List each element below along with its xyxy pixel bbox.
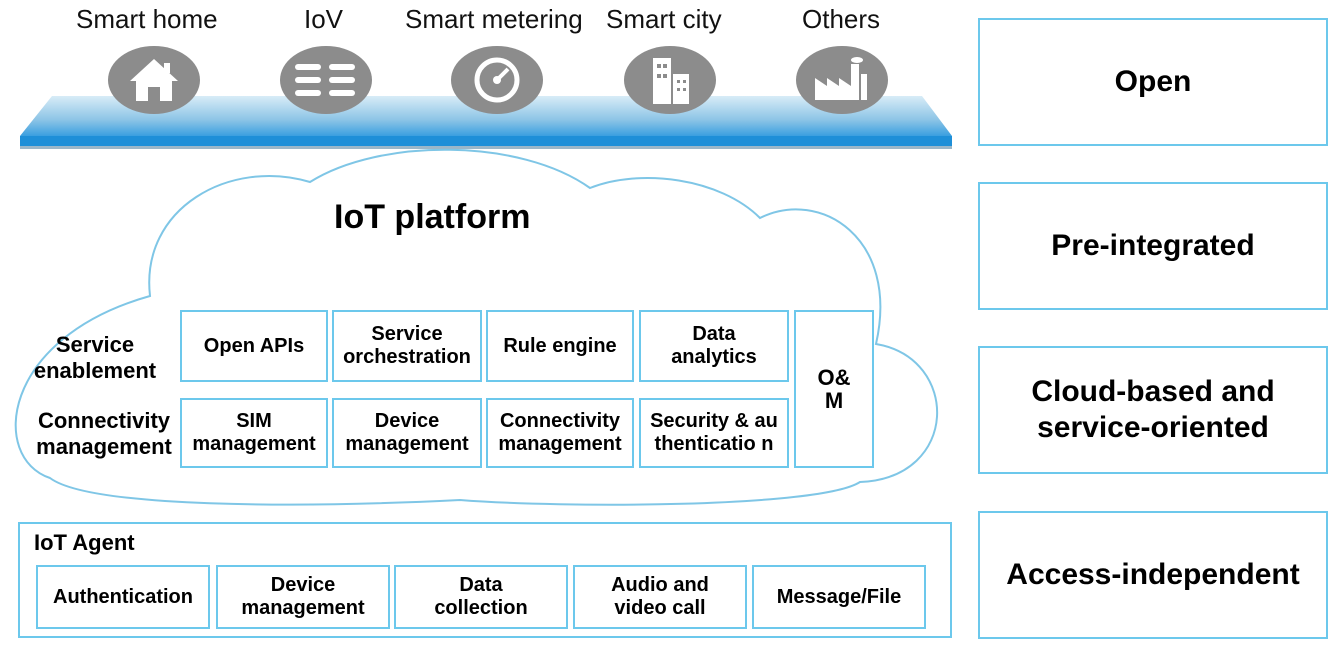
connectivity-label-line2: management [36,434,172,459]
factory-icon [796,46,888,114]
app-label-smart-city: Smart city [606,4,722,34]
house-icon [108,46,200,114]
sim-management-box: SIM management [180,398,328,468]
data-analytics-box: Data analytics [639,310,789,382]
buildings-icon [624,46,716,114]
connectivity-label: Connectivity management [20,408,188,460]
authentication-box: Authentication [36,565,210,629]
service-enablement-label: Service enablement [33,332,157,383]
data-collection-box: Data collection [394,565,568,629]
message-file-box: Message/File [752,565,926,629]
cars-icon [280,46,372,114]
app-label-others: Others [802,4,881,34]
connectivity-management-box: Connectivity management [486,398,634,468]
audio-video-call-box: Audio and video call [573,565,747,629]
service-orchestration-box: Service orchestration [332,310,482,382]
app-label-smart-home: Smart home [76,4,218,34]
feature-access-independent: Access-independent [978,511,1328,639]
platform-title: IoT platform [334,198,531,236]
meter-icon [451,46,543,114]
app-label-smart-metering: Smart metering [405,4,583,34]
om-box: O& M [794,310,874,468]
feature-pre-integrated: Pre-integrated [978,182,1328,310]
iot-agent-frame [18,522,952,638]
feature-cloud-based: Cloud-based and service-oriented [978,346,1328,474]
security-authentication-box: Security & authenticatio n [639,398,789,468]
rule-engine-box: Rule engine [486,310,634,382]
agent-device-management-box: Device management [216,565,390,629]
open-apis-box: Open APIs [180,310,328,382]
device-management-box: Device management [332,398,482,468]
feature-open: Open [978,18,1328,146]
iot-agent-title: IoT Agent [34,530,135,555]
connectivity-label-line1: Connectivity [37,408,171,433]
app-label-iov: IoV [304,4,344,34]
application-layer-bar [20,96,952,149]
